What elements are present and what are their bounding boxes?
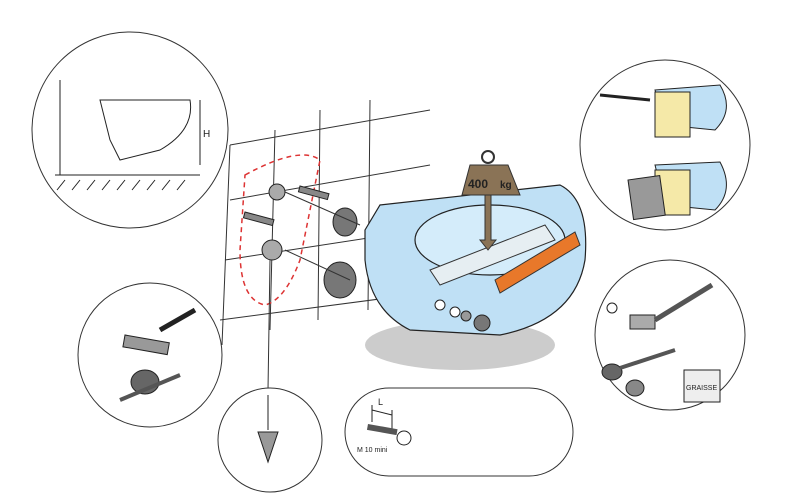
- template-outline: [239, 154, 321, 306]
- fixing-nuts: [434, 299, 491, 332]
- spirit-level: [494, 231, 581, 294]
- detail-tools: [77, 282, 223, 428]
- detail-plumb-line: [217, 387, 323, 493]
- weight-icon: 400 kg: [461, 150, 521, 251]
- wall-fittings: [242, 183, 361, 391]
- weight-value: 400: [468, 177, 488, 191]
- detail-section-view: H: [31, 31, 229, 229]
- weight-unit: kg: [500, 180, 512, 191]
- grease-label: GRAISSE: [686, 385, 717, 392]
- bolt-label: M 10 mini: [357, 447, 388, 454]
- length-label: L: [378, 397, 383, 407]
- detail-bolt-length: L M 10 mini: [344, 387, 574, 477]
- detail-grease: GRAISSE: [594, 259, 746, 411]
- glass-plate: [429, 224, 556, 286]
- detail-sealant: [579, 59, 751, 231]
- height-label: H: [203, 129, 210, 140]
